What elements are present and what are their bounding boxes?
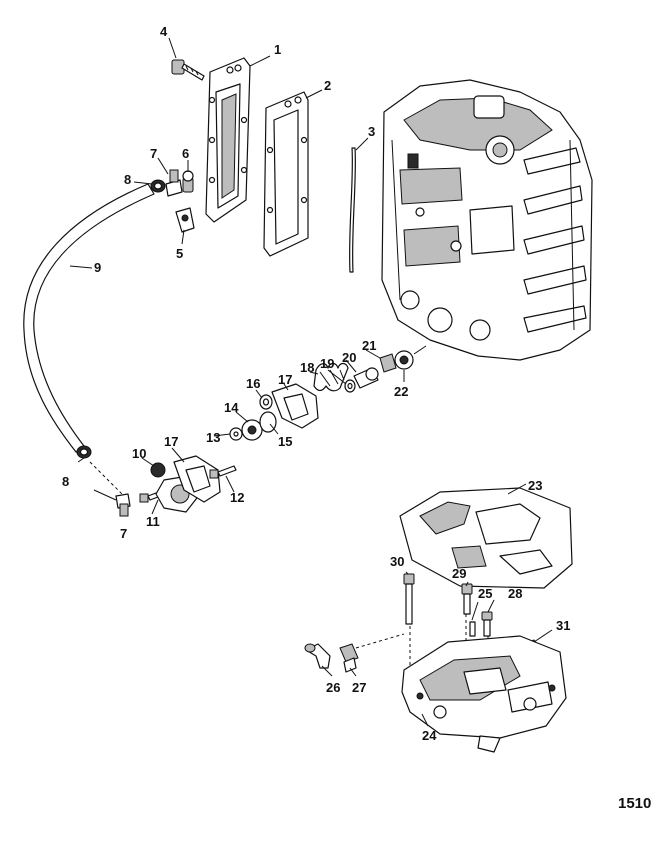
callout-7-upper: 7 (150, 146, 157, 161)
part-8-hose-clamp-upper (150, 179, 166, 193)
part-6-fitting (182, 170, 194, 193)
part-4-screw (171, 59, 205, 81)
callout-6: 6 (182, 146, 189, 161)
callout-15: 15 (278, 434, 292, 449)
part-12-screw (209, 465, 237, 479)
part-17-gasket-upper (271, 383, 319, 429)
callout-12: 12 (230, 490, 244, 505)
callout-21: 21 (362, 338, 376, 353)
callout-5: 5 (176, 246, 183, 261)
callout-25: 25 (478, 586, 492, 601)
callout-13: 13 (206, 430, 220, 445)
part-14-impeller (241, 419, 263, 441)
callout-4: 4 (160, 24, 168, 39)
part-30-long-bolt (403, 573, 415, 625)
callout-20: 20 (342, 350, 356, 365)
part-29-bolt (461, 583, 473, 615)
part-9-hose (23, 183, 155, 453)
callout-9: 9 (94, 260, 101, 275)
callout-17-lower: 17 (164, 434, 178, 449)
part-8-hose-clamp-lower (76, 445, 92, 459)
callout-28: 28 (508, 586, 522, 601)
leader-lines (69, 37, 553, 727)
callout-24: 24 (422, 728, 437, 743)
engine-block (381, 79, 593, 361)
callout-30: 30 (390, 554, 404, 569)
part-2-gasket (263, 91, 309, 257)
part-28-bolt (481, 611, 493, 637)
part-17-gasket-lower (173, 455, 221, 503)
part-23-gasket (399, 487, 573, 589)
part-3-seal-strip (348, 147, 357, 273)
callout-labels: 4 1 2 3 7 6 8 5 9 16 17 18 19 20 21 22 1… (62, 24, 570, 743)
part-24-adapter-plate (401, 635, 567, 753)
part-7-elbow-fitting-upper (165, 169, 183, 197)
callout-23: 23 (528, 478, 542, 493)
callout-27: 27 (352, 680, 366, 695)
callout-7-lower: 7 (120, 526, 127, 541)
callout-8-lower: 8 (62, 474, 69, 489)
part-19-washer (344, 379, 356, 393)
part-21-cap (379, 353, 397, 373)
callout-31: 31 (556, 618, 570, 633)
figure-code: 1510 (618, 795, 651, 812)
part-1-cover-plate (205, 57, 251, 223)
callout-14: 14 (224, 400, 239, 415)
callout-11: 11 (146, 514, 160, 529)
callout-22: 22 (394, 384, 408, 399)
callout-8-upper: 8 (124, 172, 131, 187)
part-13-washer (229, 427, 243, 441)
callout-16: 16 (246, 376, 260, 391)
part-25-dowel-pin (469, 621, 476, 637)
part-16-seal (259, 394, 273, 410)
part-7-elbow-fitting-lower (115, 493, 131, 517)
callout-29: 29 (452, 566, 466, 581)
callout-17-upper: 17 (278, 372, 292, 387)
part-18-spring (313, 362, 349, 392)
callout-18: 18 (300, 360, 314, 375)
callout-19: 19 (320, 356, 334, 371)
part-26-elbow-fitting (304, 643, 331, 669)
callout-1: 1 (274, 42, 281, 57)
part-27-fitting (339, 643, 359, 673)
callout-10: 10 (132, 446, 146, 461)
callout-2: 2 (324, 78, 331, 93)
callout-3: 3 (368, 124, 375, 139)
part-5-clip (175, 207, 195, 233)
part-22-seal (394, 350, 414, 370)
callout-26: 26 (326, 680, 340, 695)
part-20-valve-body (353, 367, 379, 389)
